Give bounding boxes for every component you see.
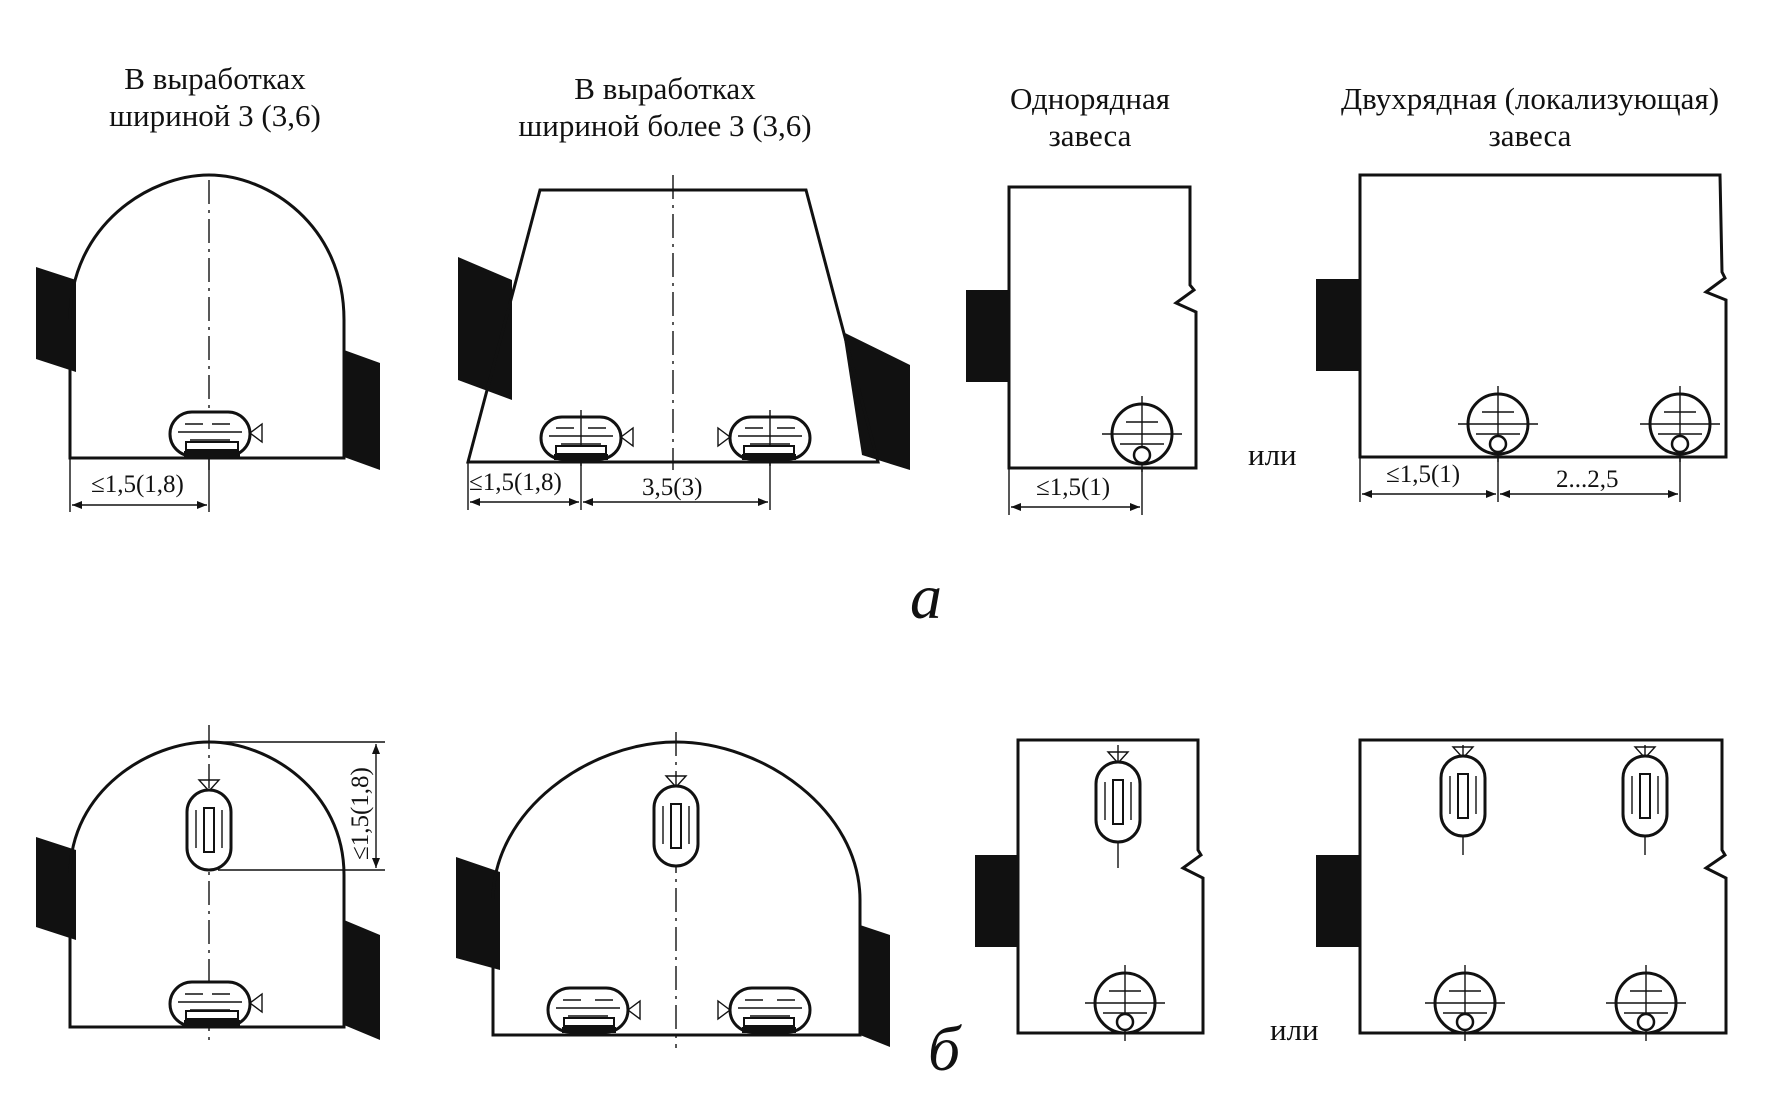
rock-block-left <box>36 837 76 940</box>
water-tank-roof <box>652 775 700 868</box>
rock-block-left <box>458 257 512 400</box>
dim-a4-left: ≤1,5(1) <box>1386 461 1460 488</box>
rock-block-right <box>344 920 380 1040</box>
diagram-a3: ≤1,5(1) <box>966 185 1198 515</box>
rock-block-right <box>843 332 910 470</box>
dim-a3: ≤1,5(1) <box>1036 474 1110 501</box>
working-contour <box>1358 738 1728 1035</box>
diagram-b4 <box>1316 738 1728 1041</box>
header-narrow-workings: В выработках шириной 3 (3,6) <box>109 61 321 133</box>
water-tank-horizontal <box>168 410 263 458</box>
diagram-b2 <box>456 732 890 1048</box>
rock-block-left <box>456 857 500 970</box>
water-tank-vertical <box>1425 965 1505 1041</box>
working-contour <box>1016 738 1205 1035</box>
dim-a2-left: ≤1,5(1,8) <box>469 469 562 496</box>
water-tank-roof <box>185 779 233 872</box>
diagram-a2: ≤1,5(1,8) 3,5(3) <box>458 175 910 510</box>
rock-block-left <box>966 290 1009 382</box>
working-contour <box>1007 185 1198 470</box>
diagram-b3 <box>975 738 1205 1041</box>
water-tank-vertical <box>1102 396 1182 472</box>
header-double-row-curtain: Двухрядная (локализующая) завеса <box>1340 81 1720 153</box>
dim-b1: ≤1,5(1,8) <box>347 767 374 860</box>
water-tank-vertical <box>1458 386 1538 462</box>
rock-block-left <box>975 855 1018 947</box>
water-tank-roof <box>1621 745 1669 855</box>
diagram-a4: ≤1,5(1) 2...2,5 <box>1316 173 1728 502</box>
dim-a4-right: 2...2,5 <box>1556 466 1619 493</box>
rock-block-left <box>1316 279 1360 371</box>
water-tank-horizontal <box>539 410 634 466</box>
working-contour <box>466 188 880 464</box>
rock-block-right <box>860 925 890 1047</box>
water-tank-vertical <box>1640 386 1720 462</box>
rock-block-right <box>344 350 380 470</box>
water-tank-roof <box>1439 745 1487 855</box>
working-contour <box>1358 173 1728 459</box>
caption-row-a: а <box>910 561 942 632</box>
dim-a1: ≤1,5(1,8) <box>91 471 184 498</box>
diagram-b1: ≤1,5(1,8) <box>36 725 385 1040</box>
water-tank-horizontal <box>717 410 812 466</box>
diagram-a1: ≤1,5(1,8) <box>36 173 380 512</box>
rock-block-left <box>1316 855 1360 947</box>
water-tank-horizontal <box>717 986 812 1034</box>
water-tank-vertical <box>1606 965 1686 1041</box>
header-wide-workings: В выработках шириной более 3 (3,6) <box>518 71 812 143</box>
caption-row-b: б <box>928 1013 961 1084</box>
rock-block-left <box>36 267 76 372</box>
working-contour <box>68 173 346 460</box>
header-single-row-curtain: Однорядная завеса <box>1010 81 1170 153</box>
water-tank-roof <box>1094 745 1142 868</box>
water-tank-horizontal <box>546 986 641 1034</box>
dim-a2-right: 3,5(3) <box>642 474 702 501</box>
or-label-b: или <box>1270 1012 1319 1047</box>
water-tank-vertical <box>1085 965 1165 1041</box>
water-tank-horizontal <box>168 980 263 1028</box>
or-label-a: или <box>1248 437 1297 472</box>
